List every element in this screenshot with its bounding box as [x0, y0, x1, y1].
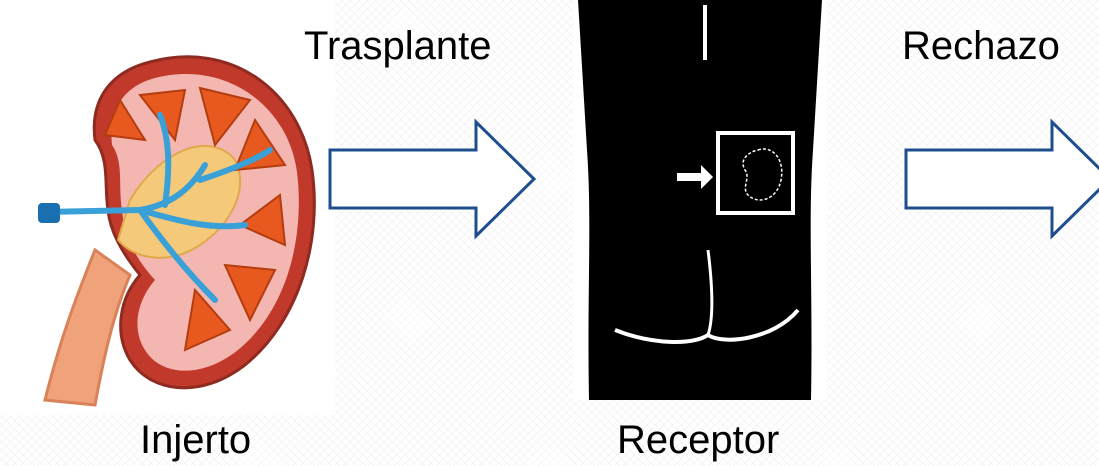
label-rejection: Rechazo — [902, 26, 1060, 66]
right-arrow-icon — [326, 118, 540, 240]
arrow-rejection — [902, 118, 1099, 240]
right-arrow-icon — [902, 118, 1099, 240]
ureter — [45, 250, 130, 405]
arrow-transplant — [326, 118, 540, 240]
human-back-icon — [573, 0, 827, 400]
label-graft: Injerto — [140, 420, 251, 460]
kidney-illustration — [0, 0, 335, 415]
renal-artery-stub — [38, 203, 60, 223]
label-transplant: Trasplante — [304, 26, 492, 66]
kidney-icon — [0, 0, 335, 415]
recipient-illustration — [573, 0, 827, 400]
label-recipient: Receptor — [617, 420, 779, 460]
